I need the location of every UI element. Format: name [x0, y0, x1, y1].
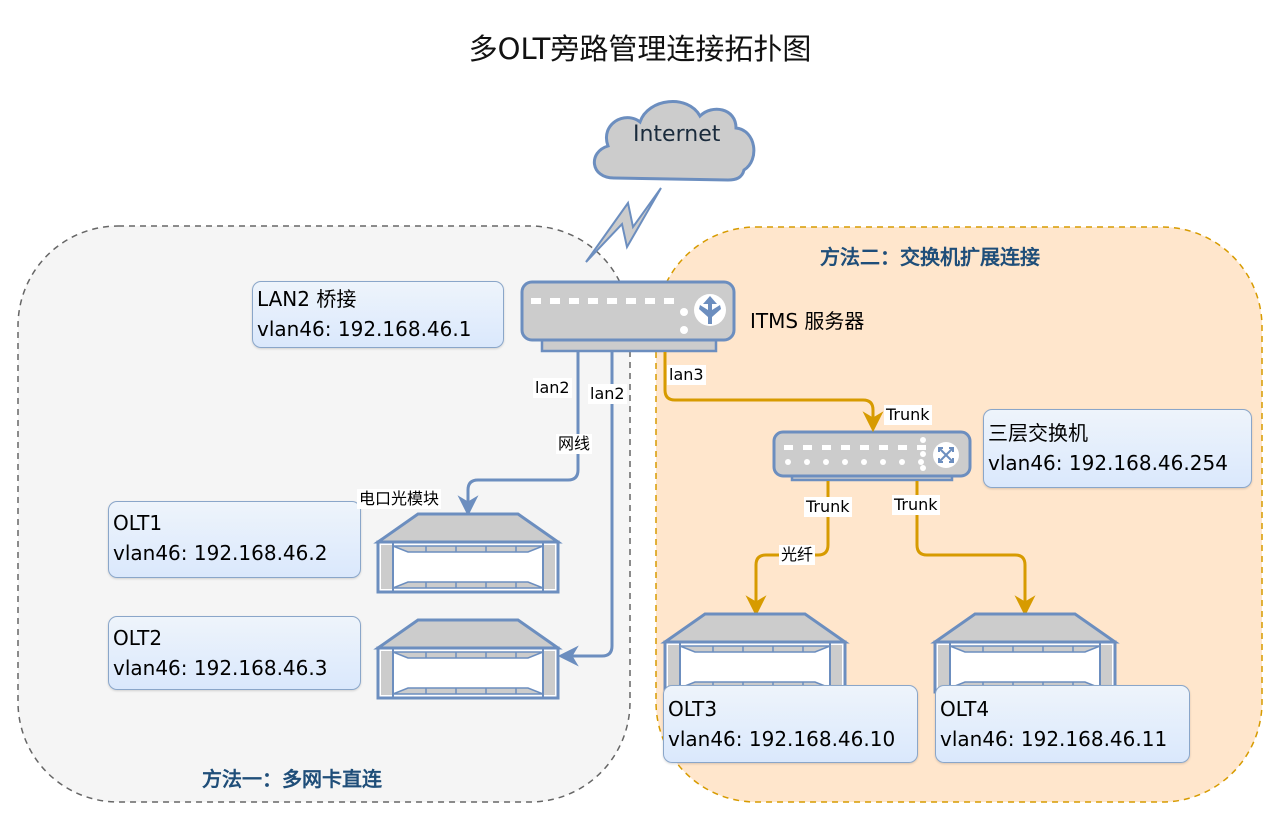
server-info-ip: vlan46: 192.168.46.1: [257, 317, 472, 341]
server-info-box: LAN2 桥接 vlan46: 192.168.46.1: [252, 281, 504, 348]
olt4-info-box: OLT4 vlan46: 192.168.46.11: [935, 685, 1190, 763]
link-trunk-olt4: [915, 481, 1036, 617]
olt3-device-icon: [663, 612, 847, 694]
olt4-name: OLT4: [940, 697, 990, 721]
link-lan3-switch: [663, 352, 884, 433]
link-label-lan2-a: lan2: [533, 378, 572, 398]
switch-info-ip: vlan46: 192.168.46.254: [988, 451, 1228, 475]
olt1-info-box: OLT1 vlan46: 192.168.46.2: [108, 501, 361, 578]
router-icon: [520, 280, 736, 353]
olt3-name: OLT3: [668, 697, 718, 721]
olt4-ip: vlan46: 192.168.46.11: [940, 727, 1168, 751]
olt2-name: OLT2: [113, 626, 163, 650]
link-label-module: 电口光模块: [357, 489, 442, 509]
olt2-device-icon: [376, 618, 560, 700]
internet-label: Internet: [633, 122, 721, 147]
link-label-lan2-b: lan2: [588, 384, 627, 404]
switch-info-title: 三层交换机: [988, 421, 1088, 445]
olt2-info-box: OLT2 vlan46: 192.168.46.3: [108, 616, 361, 690]
switch-info-box: 三层交换机 vlan46: 192.168.46.254: [983, 409, 1252, 488]
olt3-info-box: OLT3 vlan46: 192.168.46.10: [663, 685, 918, 763]
olt4-device-icon: [933, 612, 1117, 694]
server-info-title: LAN2 桥接: [257, 287, 357, 311]
olt3-ip: vlan46: 192.168.46.10: [668, 727, 896, 751]
itms-server-label: ITMS 服务器: [750, 309, 865, 333]
method2-label: 方法二：交换机扩展连接: [820, 245, 1040, 269]
link-lan2-olt2: [557, 352, 614, 667]
olt2-ip: vlan46: 192.168.46.3: [113, 656, 328, 680]
olt1-ip: vlan46: 192.168.46.2: [113, 541, 328, 565]
olt1-device-icon: [376, 512, 560, 594]
link-label-trunk-right: Trunk: [892, 495, 940, 515]
method1-label: 方法一：多网卡直连: [202, 767, 382, 791]
link-label-trunk-in: Trunk: [884, 405, 932, 425]
link-label-lan3: lan3: [667, 365, 706, 385]
wireless-link-icon: [585, 187, 662, 263]
link-label-cable: 网线: [556, 434, 593, 454]
link-label-trunk-left: Trunk: [804, 497, 852, 517]
diagram-title: 多OLT旁路管理连接拓扑图: [468, 32, 812, 66]
l3-switch-icon: [772, 430, 972, 482]
olt1-name: OLT1: [113, 511, 163, 535]
cloud-icon: [592, 100, 756, 182]
link-label-fiber: 光纤: [779, 545, 816, 565]
link-lan2-olt1: [457, 352, 580, 517]
